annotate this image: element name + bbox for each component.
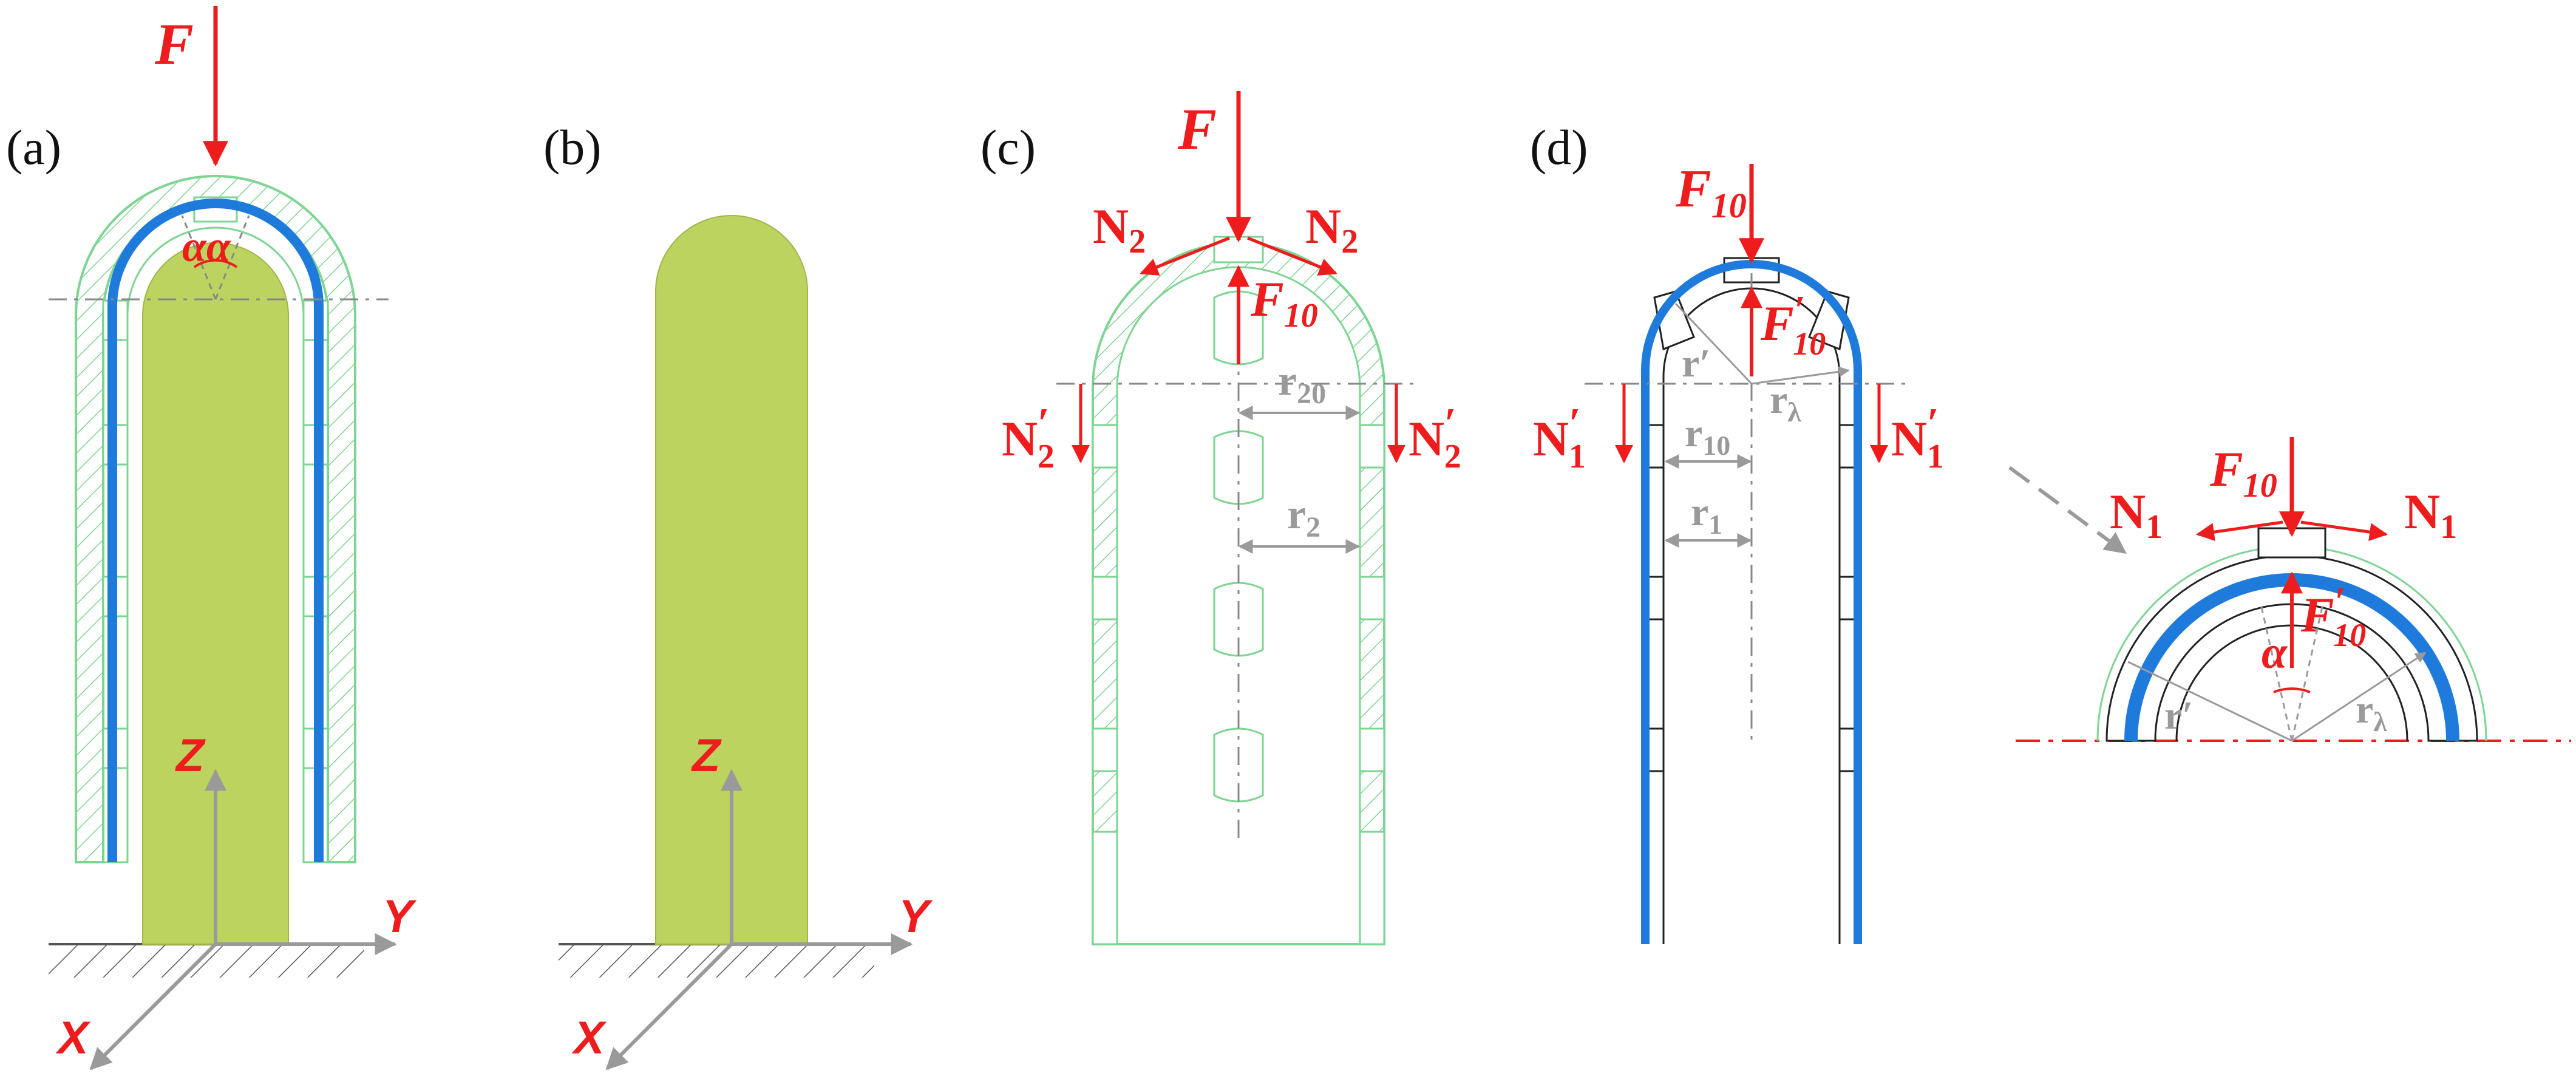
x-label-a: X: [55, 1012, 91, 1064]
panel-c-label: (c): [980, 120, 1036, 175]
side-right-label-d: N′1: [1891, 400, 1944, 475]
panel-b: (b) Z Y X: [543, 120, 933, 1070]
detail-view: F10 N1 N1 F′10 α r′ rλ: [2016, 437, 2571, 742]
detail-normal-left-label: N1: [2110, 484, 2163, 546]
detail-normal-right-label: N1: [2404, 484, 2457, 546]
blue-band-a: [107, 199, 324, 862]
detail-force-label: F10: [2209, 441, 2277, 505]
detail-angle-label: α: [2262, 627, 2288, 678]
z-label-a: Z: [175, 730, 206, 781]
panel-c: (c) F N2 N2 F10: [980, 91, 1461, 945]
r-lambda-label-d: rλ: [1770, 378, 1801, 427]
panel-b-label: (b): [543, 120, 602, 175]
side-left-label-c: N′2: [1002, 400, 1055, 475]
panel-d-label: (d): [1530, 120, 1588, 175]
panel-a: (a) αα F Z Y: [6, 6, 417, 1070]
side-right-label-c: N′2: [1409, 400, 1461, 475]
normal-right-arrow-c: [1247, 236, 1337, 276]
force-label-a: F: [154, 12, 194, 77]
rod-a: [142, 242, 289, 945]
normal-left-label-c: N2: [1093, 199, 1146, 260]
dim-r1-label-d: r1: [1691, 490, 1722, 540]
detail-normal-right-arrow: [2300, 520, 2388, 542]
blue-band-d: [1641, 260, 1862, 944]
dim-r20-label-c: r20: [1278, 358, 1326, 410]
y-label-a: Y: [382, 891, 417, 942]
normal-right-label-c: N2: [1305, 199, 1358, 260]
x-label-b: X: [571, 1012, 607, 1064]
rod-b: [655, 215, 808, 945]
side-left-label-d: N′1: [1533, 400, 1586, 475]
r-lambda-line-d: [1751, 366, 1850, 385]
dim-r2-label-c: r2: [1287, 491, 1320, 543]
detail-r-lambda-line: [2291, 652, 2427, 742]
x-axis-b: [605, 942, 733, 1070]
detail-leader-arrow: [2008, 466, 2127, 554]
detail-r-prime-label: r′: [2164, 693, 2194, 738]
angle-alpha-a: αα: [182, 222, 231, 271]
r-prime-label-d: r′: [1682, 341, 1711, 386]
detail-reaction-label: F′10: [2300, 579, 2366, 653]
panel-d: (d) F10 F′10 r′ rλ r10 r1: [1530, 120, 2127, 944]
detail-normal-left-arrow: [2196, 520, 2283, 542]
notches-c: [1092, 236, 1385, 945]
detail-r-lambda-label: rλ: [2356, 687, 2387, 737]
y-label-b: Y: [899, 891, 933, 942]
x-axis-a: [89, 942, 217, 1070]
reaction-label-c: F10: [1250, 271, 1318, 335]
reaction-label-d: F′10: [1760, 288, 1826, 362]
z-label-b: Z: [691, 730, 722, 781]
ground-hatch-a: [49, 944, 364, 978]
normal-left-arrow-c: [1140, 236, 1230, 276]
force-label-c: F: [1177, 97, 1217, 162]
panel-a-label: (a): [6, 120, 61, 175]
dim-r10-label-d: r10: [1685, 411, 1730, 461]
force-label-d: F10: [1675, 160, 1747, 225]
